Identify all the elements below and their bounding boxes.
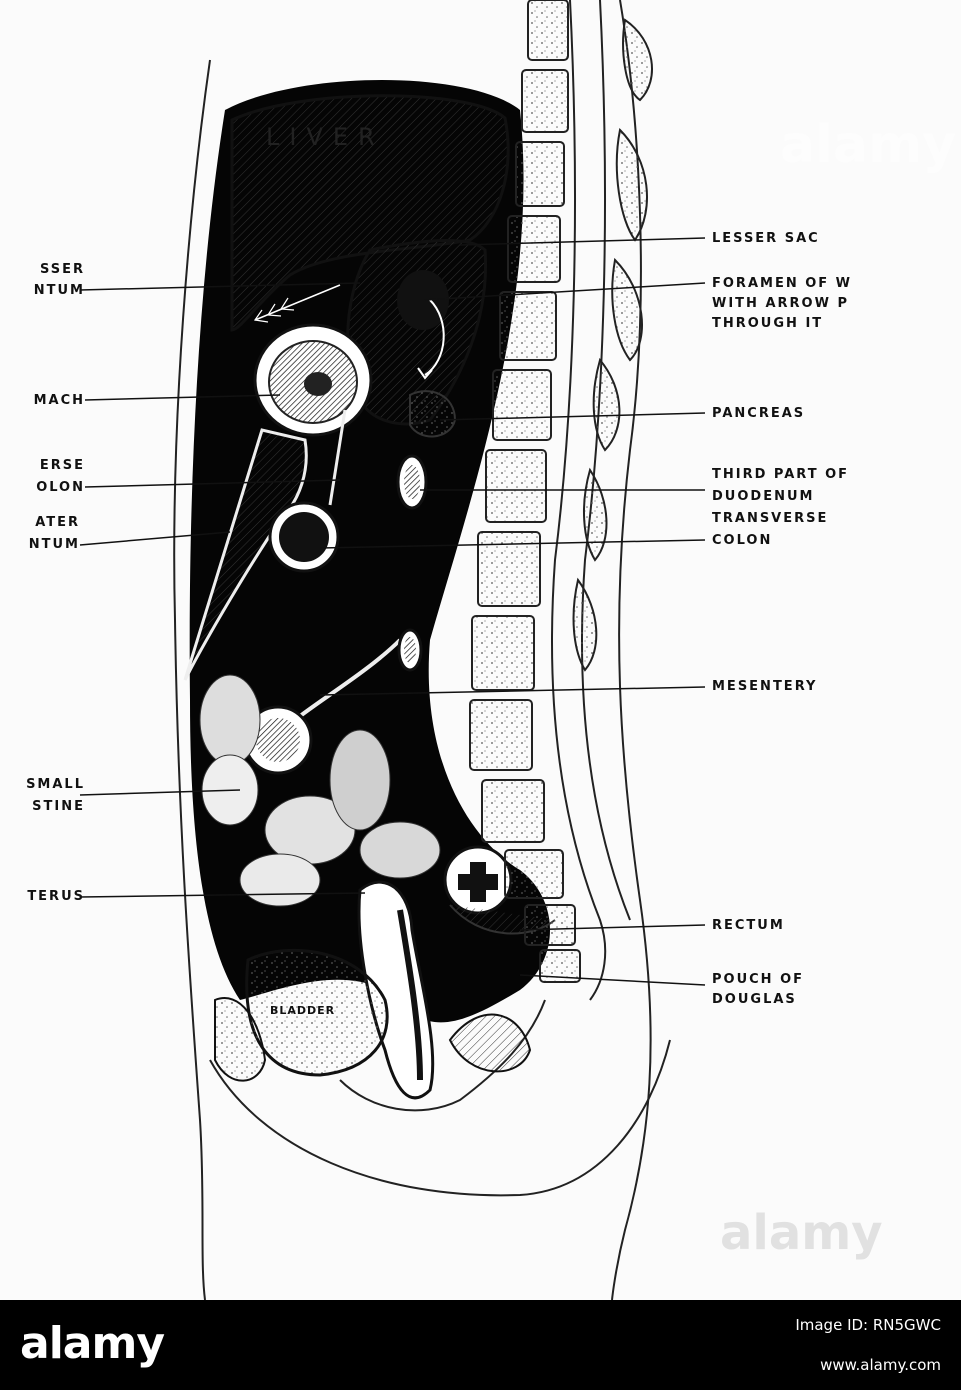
pelvic-floor bbox=[339, 999, 546, 1112]
sagittal-section-drawing bbox=[79, 0, 706, 1300]
image-id-text: Image ID: RN5GWC bbox=[795, 1316, 941, 1334]
anatomy-figure: LIVER LESSER SAC FORAMEN OF W WITH ARROW… bbox=[26, 0, 883, 1300]
pouch-label-line-2: DOUGLAS bbox=[712, 992, 797, 1007]
vertebral-column bbox=[469, 0, 581, 983]
small-intestine-label-line-1: SMALL bbox=[26, 777, 85, 792]
third-part-label-line-2: DUODENUM bbox=[712, 489, 815, 504]
transverse-colon-left-label-line-2: OLON bbox=[36, 480, 85, 495]
lesser-sac-label: LESSER SAC bbox=[712, 231, 820, 246]
vertebra-body bbox=[469, 699, 533, 771]
pouch-label-line-1: POUCH OF bbox=[712, 972, 805, 987]
vertebra-body bbox=[524, 904, 576, 946]
transverse-colon-right-label-line-2: COLON bbox=[712, 533, 773, 548]
watermark-bottom: alamy bbox=[720, 1205, 883, 1261]
small-intestine-label-line-2: STINE bbox=[32, 799, 85, 814]
vertebra-body bbox=[515, 141, 565, 207]
body-outline-front bbox=[173, 59, 211, 1300]
vertebra-body bbox=[471, 615, 535, 691]
vertebra-body bbox=[485, 449, 547, 523]
small-intestine-coils bbox=[199, 674, 441, 907]
liver-shape bbox=[230, 94, 510, 332]
foramen-opening bbox=[397, 270, 449, 330]
stock-footer-bar: alamy Image ID: RN5GWC www.alamy.com bbox=[0, 1300, 961, 1390]
bladder-label: BLADDER bbox=[270, 1004, 336, 1017]
mesentery-band bbox=[293, 638, 402, 722]
transverse-colon-left-label-line-1: ERSE bbox=[39, 458, 85, 473]
vertebra-body bbox=[504, 849, 564, 899]
uterus-label: TERUS bbox=[27, 889, 85, 904]
greater-omentum-label-line-2: NTUM bbox=[28, 537, 80, 552]
liver-label: LIVER bbox=[266, 123, 385, 151]
foramen-label-line-3: THROUGH IT bbox=[712, 316, 824, 331]
vertebra-body bbox=[539, 949, 581, 983]
third-part-label-line-1: THIRD PART OF bbox=[712, 467, 850, 482]
lesser-omentum-label-line-2: NTUM bbox=[33, 283, 85, 298]
vertebra-body bbox=[527, 0, 569, 61]
stomach-label: MACH bbox=[33, 393, 85, 408]
pelvis-outline bbox=[209, 1039, 671, 1197]
vertebra-body bbox=[477, 531, 541, 607]
foramen-label-line-2: WITH ARROW P bbox=[712, 296, 849, 311]
foramen-label-line-1: FORAMEN OF W bbox=[712, 276, 853, 291]
rectum-label: RECTUM bbox=[712, 918, 785, 933]
vertebra-body bbox=[507, 215, 561, 283]
mesentery-label: MESENTERY bbox=[712, 679, 818, 694]
vertebra-body bbox=[521, 69, 569, 133]
pancreas-label: PANCREAS bbox=[712, 406, 806, 421]
greater-omentum-label-line-1: ATER bbox=[35, 515, 80, 530]
body-outline-back bbox=[611, 0, 652, 1300]
greater-omentum-shape bbox=[183, 428, 308, 681]
vertebra-body bbox=[492, 369, 552, 441]
lesser-omentum-label-line-1: SSER bbox=[39, 262, 85, 277]
spinous-processes bbox=[572, 18, 653, 672]
leader-lines bbox=[79, 237, 706, 986]
vertebra-body bbox=[499, 291, 557, 361]
site-url-text: www.alamy.com bbox=[820, 1356, 941, 1374]
alamy-logo: alamy bbox=[20, 1318, 165, 1369]
vertebra-body bbox=[481, 779, 545, 843]
transverse-colon-right-label-line-1: TRANSVERSE bbox=[712, 511, 829, 526]
